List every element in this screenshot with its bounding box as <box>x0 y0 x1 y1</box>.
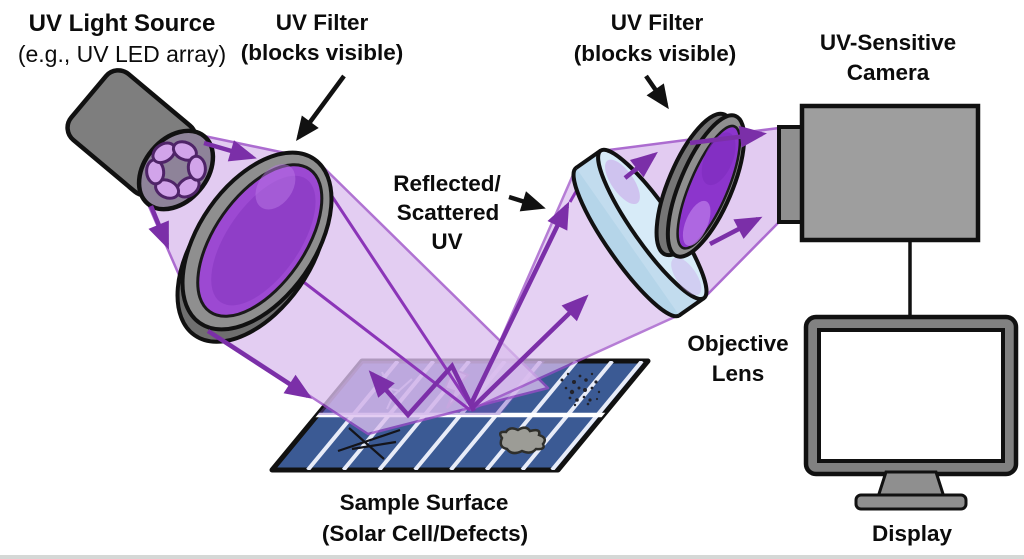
lens-uv-glint-bottom <box>671 257 702 296</box>
filter2-glass-glint <box>682 200 711 246</box>
reflected-label-line2: Scattered <box>397 200 500 225</box>
ray-lens-to-filter-arrow <box>623 151 658 180</box>
reflected-label-line3: UV <box>431 229 462 254</box>
bottom-border <box>0 555 1024 559</box>
sample-label-line1: Sample Surface <box>340 490 509 515</box>
filter2-label-arrow <box>644 74 669 110</box>
objective-label-line2: Lens <box>712 361 765 386</box>
defect-crack <box>337 427 401 460</box>
reflected-label-arrow <box>508 191 546 212</box>
display-label: Display <box>872 521 953 546</box>
defect-blob <box>498 426 547 455</box>
text-labels: UV Light Source (e.g., UV LED array) UV … <box>18 10 956 546</box>
objective-label-line1: Objective <box>687 331 788 356</box>
filter1-glass-glint <box>255 164 296 210</box>
monitor-screen <box>817 328 1005 463</box>
led-array <box>145 140 207 200</box>
ray-source-top-arrow <box>203 140 257 162</box>
uv-ray-arrows <box>148 125 767 419</box>
ray-scatter-mid-arrow <box>470 294 589 410</box>
camera-body <box>799 103 981 243</box>
ray-to-camera-top-arrow <box>689 125 767 148</box>
objective-lens <box>571 147 709 319</box>
filter1-glass-shade <box>211 175 316 306</box>
camera-lens-mount <box>777 125 804 224</box>
sample-label-line2: (Solar Cell/Defects) <box>322 521 528 546</box>
ray-incident-arrow <box>206 329 313 399</box>
display-monitor <box>803 314 1019 511</box>
uv-sensitive-camera <box>777 103 981 243</box>
filter1-label-line2: (blocks visible) <box>241 40 404 65</box>
light-source-label-line1: UV Light Source <box>29 10 216 37</box>
camera-label-line1: UV-Sensitive <box>820 30 956 55</box>
ray-scatter-left-arrow <box>368 362 477 419</box>
uv-filter-1 <box>175 150 334 344</box>
filter1-label-line1: UV Filter <box>276 10 369 35</box>
filter2-glass-shade <box>701 132 736 186</box>
reflected-label-line1: Reflected/ <box>393 171 501 196</box>
camera-label-line2: Camera <box>847 60 930 85</box>
ray-source-bottom-arrow <box>148 205 170 250</box>
monitor-stand <box>875 470 947 499</box>
ray-scatter-up-arrow <box>467 201 570 407</box>
label-arrows <box>296 74 669 212</box>
filter2-label-line2: (blocks visible) <box>574 41 737 66</box>
filter1-label-arrow <box>296 74 346 142</box>
filter2-label-line1: UV Filter <box>611 10 704 35</box>
monitor-base <box>854 493 968 511</box>
uv-filter-2 <box>654 111 747 259</box>
ray-to-camera-bottom-arrow <box>708 216 763 246</box>
defect-speckle <box>560 372 601 407</box>
light-source-label-line2: (e.g., UV LED array) <box>18 41 226 67</box>
uv-light-source <box>65 68 216 212</box>
lens-uv-glint-top <box>605 159 640 205</box>
